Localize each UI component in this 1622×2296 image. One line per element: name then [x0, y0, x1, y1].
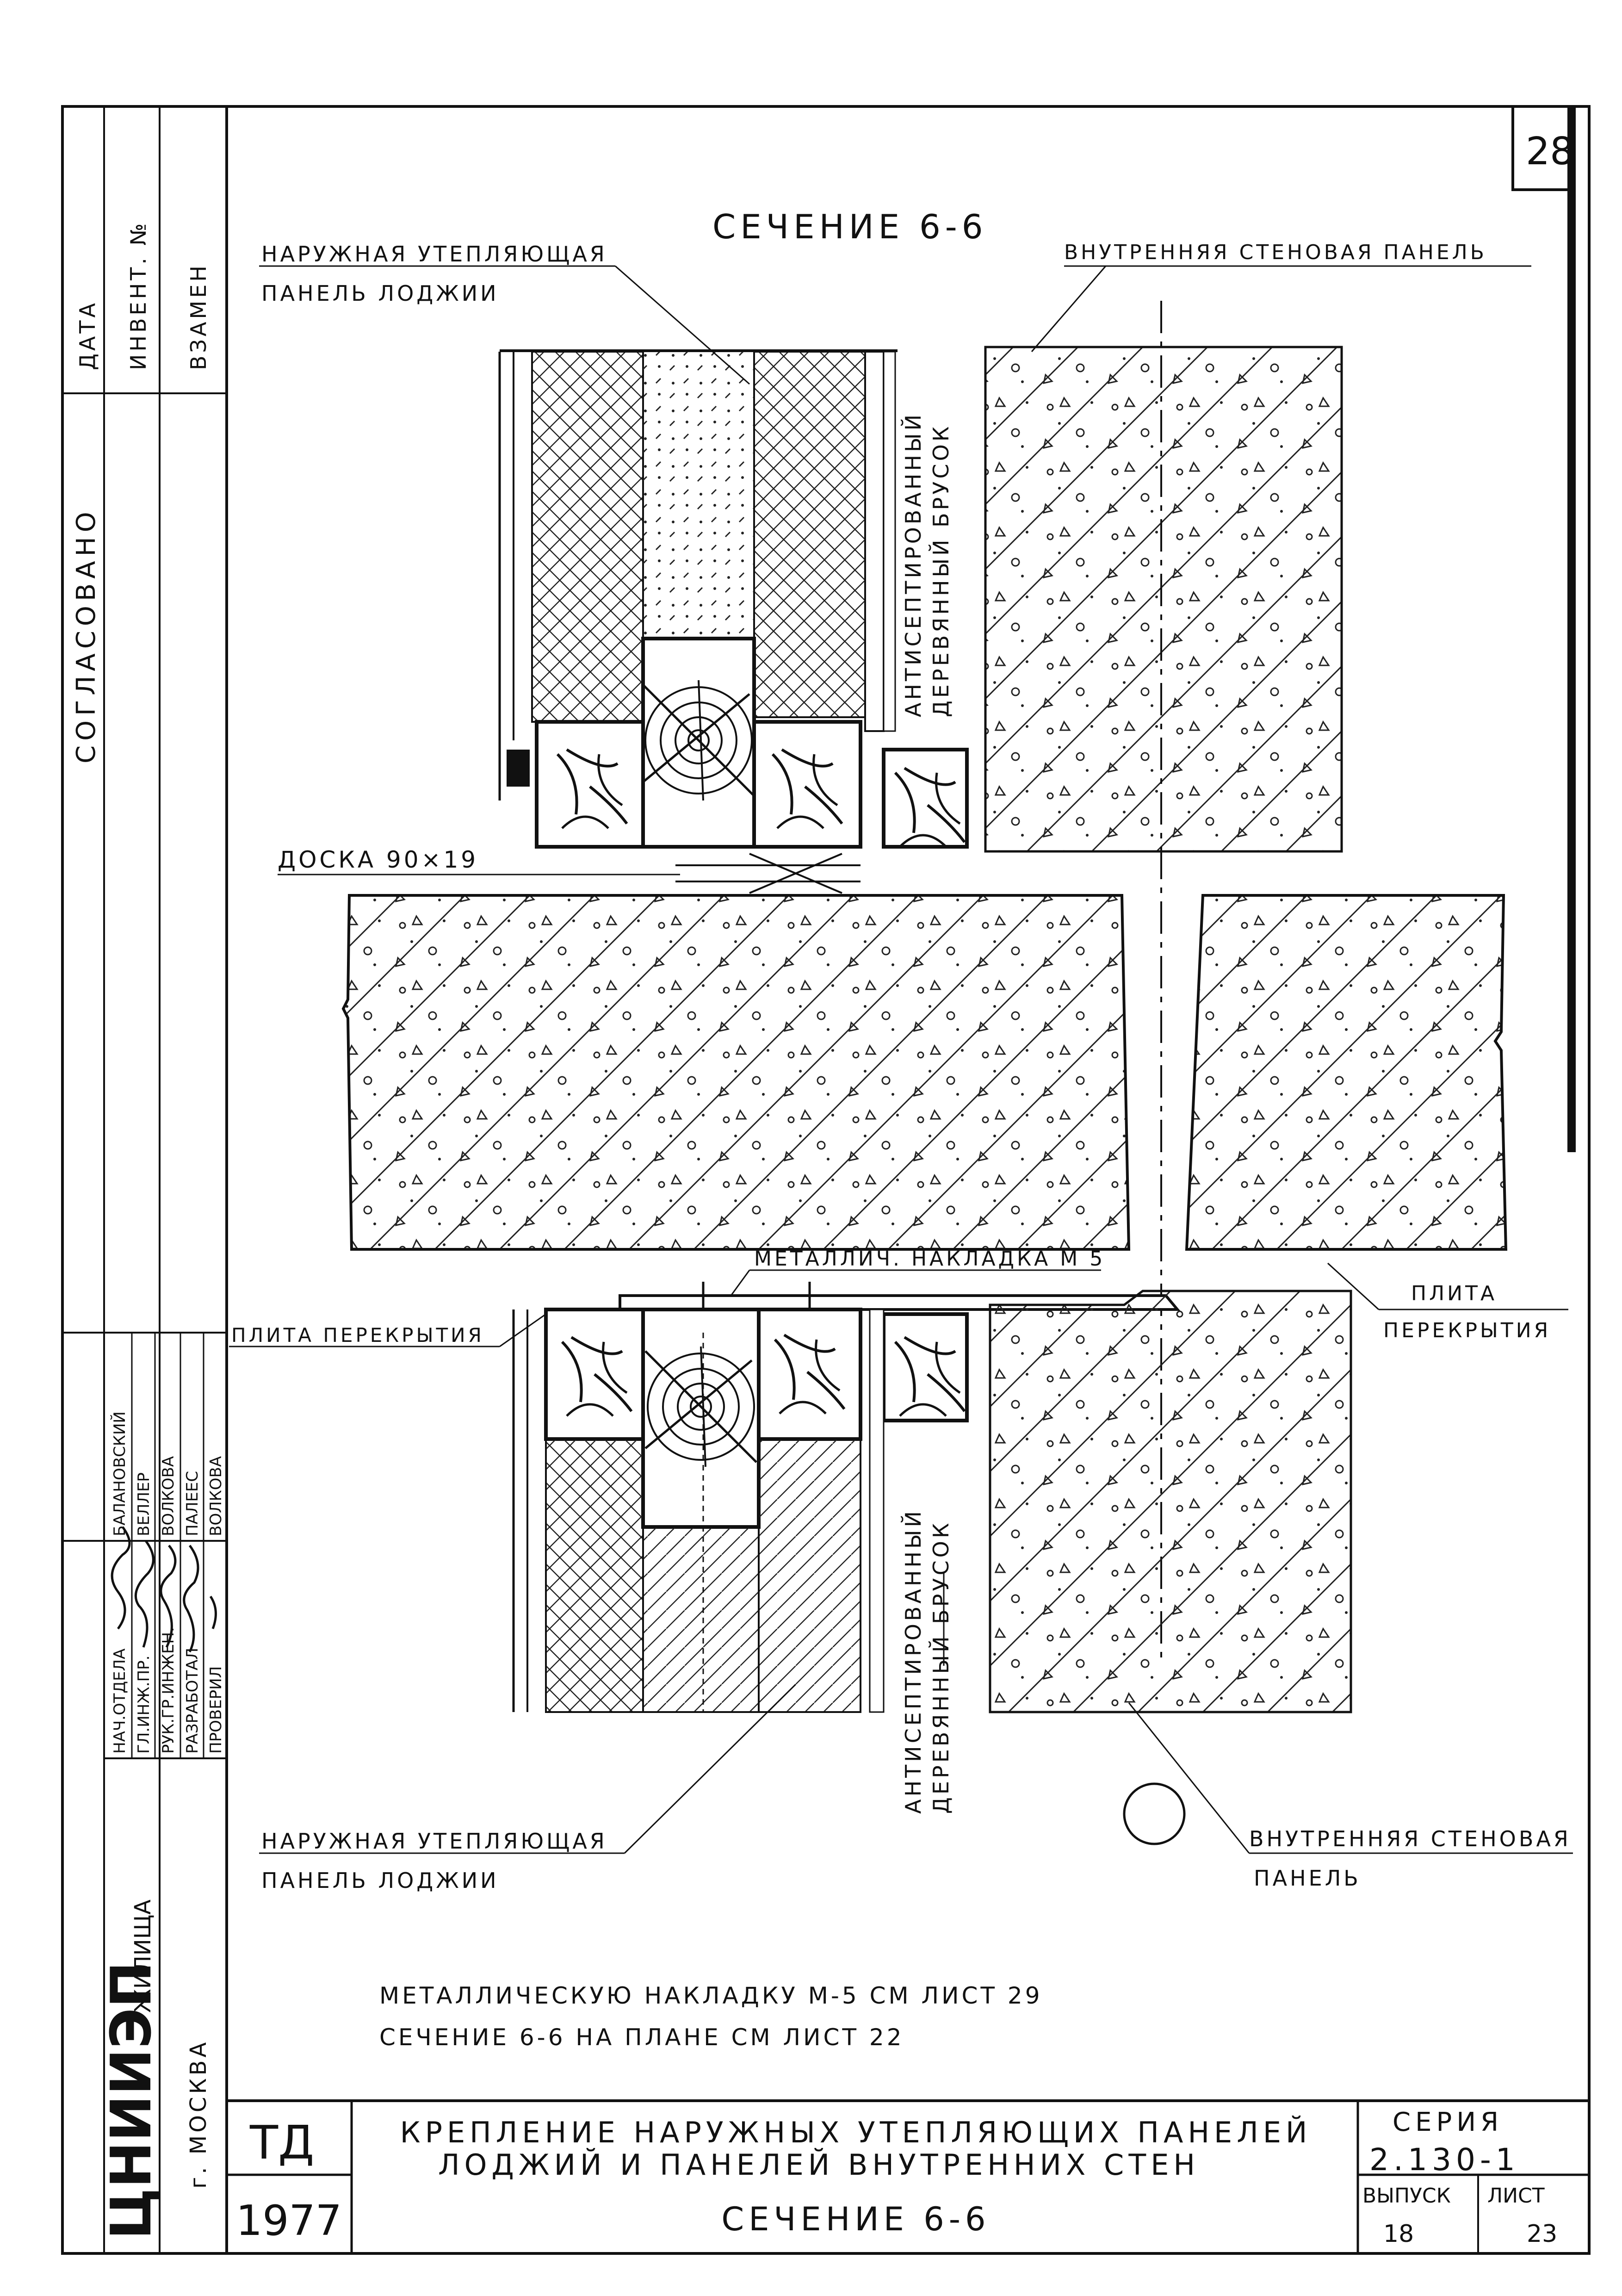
label-metal-plate: МЕТАЛЛИЧ. НАКЛАДКА М 5: [754, 1247, 1105, 1271]
issue-label: ВЫПУСК: [1362, 2184, 1451, 2208]
bottom-wood-bars: [544, 1308, 969, 1529]
title-line-3: СЕЧЕНИЕ 6-6: [721, 2200, 990, 2238]
issue-value: 18: [1383, 2220, 1414, 2248]
approval-stamp: ДАТА ИНВЕНТ. № ВЗАМЕН СОГЛАСОВАНО: [62, 106, 227, 2253]
title-block: ТД 1977 КРЕПЛЕНИЕ НАРУЖНЫХ УТЕПЛЯЮЩИХ ПА…: [227, 2099, 1589, 2253]
label-outer-panel-top-1: НАРУЖНАЯ УТЕПЛЯЮЩАЯ: [261, 242, 607, 267]
sheet-frame: [61, 105, 1591, 2255]
role-head-of-dept: НАЧ.ОТДЕЛА: [111, 1649, 129, 1754]
label-bar-top-2: ДЕРЕВЯННЫЙ БРУСОК: [929, 424, 953, 717]
top-outer-panel: [498, 349, 898, 800]
note-1: МЕТАЛЛИЧЕСКУЮ НАКЛАДКУ М-5 СМ ЛИСТ 29: [379, 1982, 1043, 2009]
doc-code: ТД: [249, 2116, 314, 2170]
series-value: 2.130-1: [1369, 2142, 1520, 2178]
name-palees: ПАЛЕЕС: [183, 1471, 202, 1536]
section-title: СЕЧЕНИЕ 6-6: [712, 207, 988, 246]
handwritten-signatures: [111, 1526, 217, 1653]
top-inner-wall-panel: [984, 346, 1343, 853]
label-board: ДОСКА 90×19: [278, 846, 478, 873]
top-wood-bars: [507, 637, 969, 849]
label-inner-panel-top: ВНУТРЕННЯЯ СТЕНОВАЯ ПАНЕЛЬ: [1064, 241, 1487, 264]
label-bar-bottom-2: ДЕРЕВЯННЫЙ БРУСОК: [929, 1520, 953, 1814]
label-bar-bottom-1: АНТИСЕПТИРОВАННЫЙ: [901, 1508, 926, 1814]
series-label: СЕРИЯ: [1393, 2107, 1503, 2137]
organization-stamp: ЦНИИЭП ЖИЛИЩА г. МОСКВА: [99, 1899, 211, 2240]
approval-col-date: ДАТА: [75, 300, 100, 370]
label-outer-panel-bottom-1: НАРУЖНАЯ УТЕПЛЯЮЩАЯ: [261, 1829, 607, 1854]
note-2: СЕЧЕНИЕ 6-6 НА ПЛАНЕ СМ ЛИСТ 22: [379, 2024, 904, 2051]
title-line-1: КРЕПЛЕНИЕ НАРУЖНЫХ УТЕПЛЯЮЩИХ ПАНЕЛЕЙ: [400, 2116, 1312, 2149]
leader-lines: [229, 265, 1573, 1854]
org-main: ЦНИИЭП: [99, 1961, 164, 2240]
role-group-lead: РУК.ГР.ИНЖЕН.: [159, 1627, 178, 1754]
approval-title: СОГЛАСОВАНО: [71, 507, 101, 763]
axis-marker: [1123, 1782, 1186, 1845]
role-checker: ПРОВЕРИЛ: [207, 1666, 225, 1754]
floor-slab-left: [341, 894, 1131, 1251]
sheet-label: ЛИСТ: [1487, 2184, 1545, 2208]
page-number-box: [1511, 105, 1574, 191]
label-slab-right-2: ПЕРЕКРЫТИЯ: [1383, 1319, 1551, 1342]
name-veller: ВЕЛЛЕР: [135, 1472, 153, 1536]
org-sub: ЖИЛИЩА: [130, 1899, 156, 2013]
page-number: 28: [1526, 130, 1574, 174]
label-slab-left: ПЛИТА ПЕРЕКРЫТИЯ: [231, 1324, 484, 1347]
doc-year: 1977: [236, 2197, 342, 2245]
label-inner-panel-bottom-1: ВНУТРЕННЯЯ СТЕНОВАЯ: [1249, 1826, 1571, 1851]
title-line-2: ЛОДЖИЙ И ПАНЕЛЕЙ ВНУТРЕННИХ СТЕН: [438, 2148, 1200, 2182]
floor-slab-right: [1185, 894, 1508, 1251]
label-outer-panel-bottom-2: ПАНЕЛЬ ЛОДЖИИ: [261, 1868, 499, 1893]
org-city: г. МОСКВА: [186, 2040, 211, 2189]
sheet-value: 23: [1527, 2220, 1557, 2248]
name-volkova: ВОЛКОВА: [159, 1456, 178, 1536]
role-developer: РАЗРАБОТАЛ: [183, 1648, 202, 1754]
label-slab-right-1: ПЛИТА: [1411, 1282, 1497, 1305]
role-chief-engineer: ГЛ.ИНЖ.ПР.: [135, 1656, 153, 1754]
label-inner-panel-bottom-2: ПАНЕЛЬ: [1254, 1866, 1361, 1891]
approval-col-inventory: ИНВЕНТ. №: [126, 221, 151, 370]
bottom-outer-panel: [512, 1309, 885, 1713]
right-edge-bar: [1567, 106, 1576, 1152]
label-bar-top-1: АНТИСЕПТИРОВАННЫЙ: [901, 412, 926, 717]
name-volkova-2: ВОЛКОВА: [207, 1456, 225, 1536]
approval-col-replaces: ВЗАМЕН: [186, 263, 211, 370]
name-balanovsky: БАЛАНОВСКИЙ: [110, 1411, 129, 1536]
signatures-table: НАЧ.ОТДЕЛА ГЛ.ИНЖ.ПР. РУК.ГР.ИНЖЕН. РАЗР…: [62, 1333, 227, 1759]
bottom-inner-wall-panel: [989, 1290, 1352, 1713]
label-outer-panel-top-2: ПАНЕЛЬ ЛОДЖИИ: [261, 281, 499, 306]
board-90x19: [675, 853, 861, 894]
